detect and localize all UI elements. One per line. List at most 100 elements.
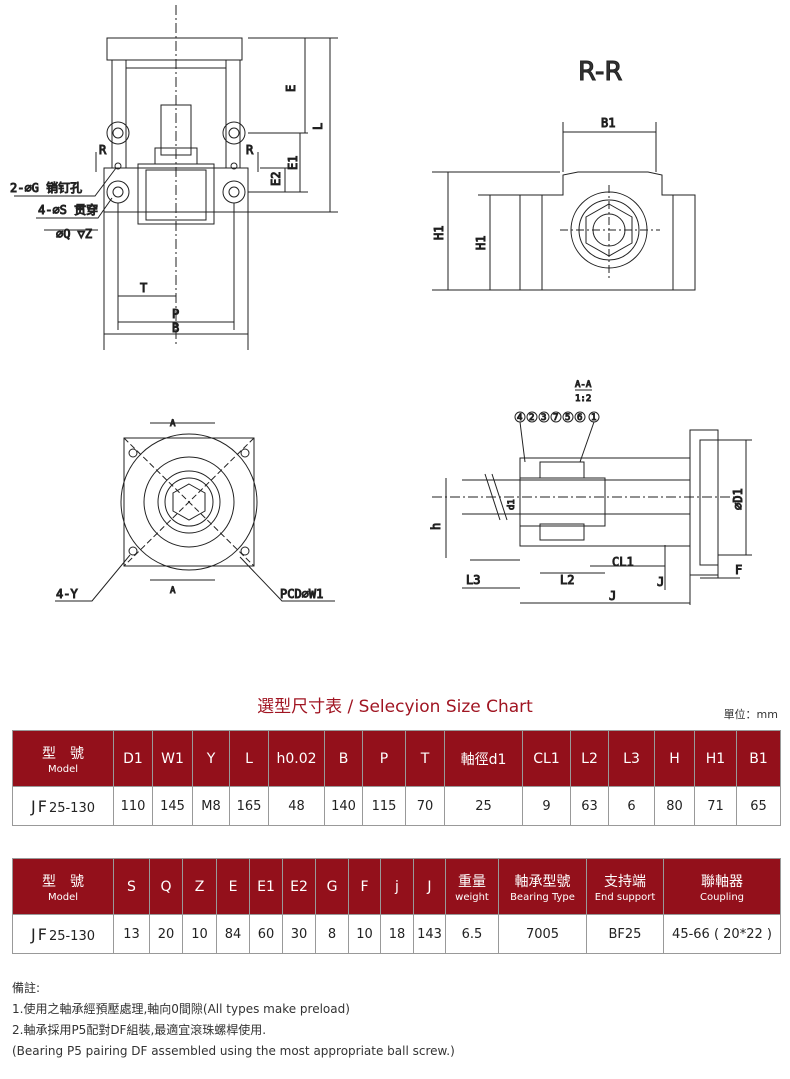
dim-f: F bbox=[735, 563, 742, 577]
dim-shaft-d1: d1 bbox=[507, 499, 517, 510]
cell-y: M8 bbox=[192, 786, 230, 826]
cell-l: 165 bbox=[229, 786, 269, 826]
header-g: G bbox=[315, 858, 349, 915]
notes-heading: 備註: bbox=[12, 981, 41, 995]
cell-z: 10 bbox=[182, 914, 217, 954]
header-h002: h0.02 bbox=[268, 730, 325, 787]
header-y: Y bbox=[192, 730, 230, 787]
model-cell: JF25-130 bbox=[12, 914, 114, 954]
balloon-5: 5 bbox=[565, 413, 570, 423]
dim-e2: E2 bbox=[269, 172, 283, 186]
header-l: L bbox=[229, 730, 269, 787]
cell-p: 115 bbox=[362, 786, 406, 826]
header-p: P bbox=[362, 730, 406, 787]
cell-h: 80 bbox=[654, 786, 695, 826]
pin-hole-label: 2-⌀G 销钉孔 bbox=[10, 181, 82, 195]
flange-view bbox=[55, 422, 335, 602]
header-f: F bbox=[348, 858, 381, 915]
header-q: Q bbox=[149, 858, 183, 915]
cell-j-small: 18 bbox=[380, 914, 414, 954]
cell-d1: 110 bbox=[113, 786, 153, 826]
header-b: B bbox=[324, 730, 363, 787]
balloon-6: 6 bbox=[577, 413, 582, 423]
cell-shaft-d1: 25 bbox=[444, 786, 523, 826]
dim-j: J bbox=[609, 589, 616, 603]
header-w1: W1 bbox=[152, 730, 193, 787]
dim-j-small: J bbox=[657, 575, 664, 589]
cell-t: 70 bbox=[405, 786, 445, 826]
balloon-4: 4 bbox=[517, 413, 522, 423]
cell-e: 84 bbox=[216, 914, 250, 954]
cell-support: BF25 bbox=[586, 914, 664, 954]
cell-e2: 30 bbox=[282, 914, 316, 954]
dim-b1: B1 bbox=[601, 116, 615, 130]
balloon-2: 2 bbox=[529, 413, 534, 423]
dim-l2: L2 bbox=[560, 573, 574, 587]
header-j-small: j bbox=[380, 858, 414, 915]
technical-drawing: E L E1 E2 R R T P B 2-⌀G 销钉孔 4-⌀S 贯穿 ⌀Q … bbox=[10, 5, 752, 605]
header-s: S bbox=[113, 858, 150, 915]
header-d1: D1 bbox=[113, 730, 153, 787]
section-mark-r-right: R bbox=[246, 143, 254, 157]
rr-title: R-R bbox=[578, 57, 622, 87]
note-line-3: (Bearing P5 pairing DF assembled using t… bbox=[12, 1044, 455, 1058]
cell-l3: 6 bbox=[608, 786, 655, 826]
cell-coupling: 45-66 ( 20*22 ) bbox=[663, 914, 781, 954]
header-e: E bbox=[216, 858, 250, 915]
front-view bbox=[14, 5, 338, 350]
header-l2: L2 bbox=[570, 730, 609, 787]
header-b1: B1 bbox=[736, 730, 781, 787]
cell-q: 20 bbox=[149, 914, 183, 954]
cell-bearing: 7005 bbox=[498, 914, 587, 954]
dim-h1: H1 bbox=[474, 236, 488, 250]
cell-g: 8 bbox=[315, 914, 349, 954]
note-line-2: 2.軸承採用P5配對DF組裝,最適宜滾珠螺桿使用. bbox=[12, 1023, 267, 1037]
cell-s: 13 bbox=[113, 914, 150, 954]
cell-h002: 48 bbox=[268, 786, 325, 826]
table-row: JF25-130 13 20 10 84 60 30 8 10 18 143 6… bbox=[12, 914, 781, 954]
header-e2: E2 bbox=[282, 858, 316, 915]
table-row: JF25-130 110 145 M8 165 48 140 115 70 25… bbox=[12, 786, 781, 826]
bolt-y-label: 4-Y bbox=[56, 587, 78, 601]
cell-j: 143 bbox=[413, 914, 446, 954]
header-h: H bbox=[654, 730, 695, 787]
dim-l: L bbox=[311, 123, 325, 130]
cell-l2: 63 bbox=[570, 786, 609, 826]
header-e1: E1 bbox=[249, 858, 283, 915]
balloon-3: 3 bbox=[541, 413, 546, 423]
dim-cl1: CL1 bbox=[612, 555, 634, 569]
dim-t: T bbox=[140, 281, 147, 295]
chart-title: 選型尺寸表 / Selecyion Size Chart bbox=[257, 697, 533, 717]
cell-h1: 71 bbox=[694, 786, 737, 826]
rr-section-view bbox=[432, 122, 696, 291]
dim-b: B bbox=[172, 321, 179, 335]
section-mark-r-left: R bbox=[99, 143, 107, 157]
counterbore-label: ⌀Q ▽Z bbox=[56, 227, 92, 241]
dim-d1: ⌀D1 bbox=[731, 488, 745, 510]
model-cell: JF25-130 bbox=[12, 786, 114, 826]
view-arrow-a-bottom: A bbox=[170, 586, 176, 596]
through-hole-label: 4-⌀S 贯穿 bbox=[38, 202, 98, 217]
note-line-1: 1.使用之軸承經預壓處理,軸向0間隙(All types make preloa… bbox=[12, 1002, 350, 1016]
header-j: J bbox=[413, 858, 446, 915]
cell-b1: 65 bbox=[736, 786, 781, 826]
dim-p: P bbox=[172, 307, 179, 321]
cell-w1: 145 bbox=[152, 786, 193, 826]
header-h1: H1 bbox=[694, 730, 737, 787]
cell-e1: 60 bbox=[249, 914, 283, 954]
view-arrow-a-top: A bbox=[170, 419, 176, 429]
header-cl1: CL1 bbox=[522, 730, 571, 787]
cell-b: 140 bbox=[324, 786, 363, 826]
balloon-7: 7 bbox=[553, 413, 558, 423]
dim-e: E bbox=[284, 85, 298, 92]
balloon-1: 1 bbox=[591, 413, 596, 423]
cell-cl1: 9 bbox=[522, 786, 571, 826]
